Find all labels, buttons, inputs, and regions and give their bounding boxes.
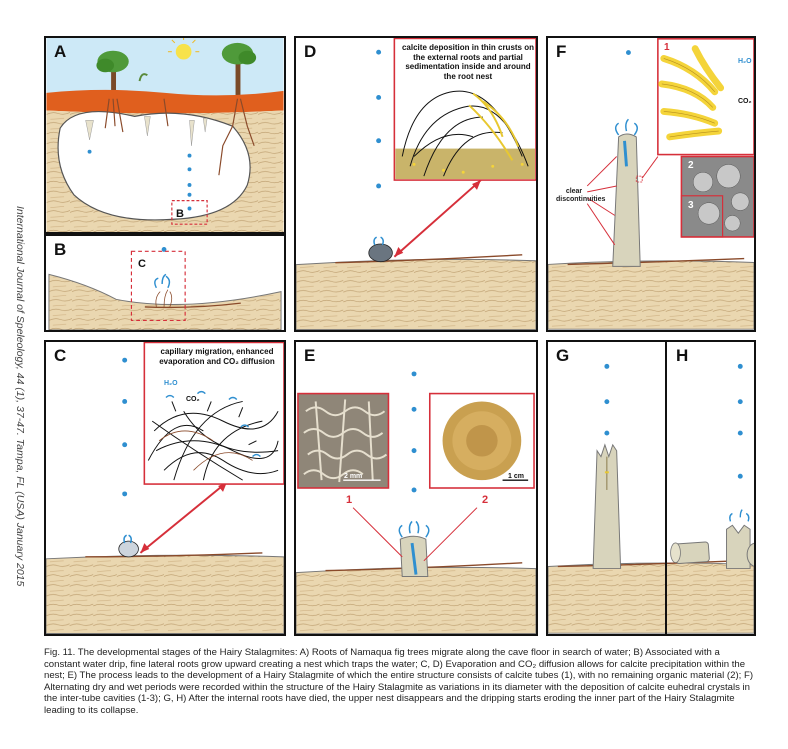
panel-f-discontinuities: clear discontinuities xyxy=(556,188,606,203)
figure-caption: Fig. 11. The developmental stages of the… xyxy=(44,647,754,716)
panel-e-scale-2mm: 2 mm xyxy=(344,473,363,480)
panel-gh: G H xyxy=(546,340,756,636)
panel-f-co2-label: CO₂ xyxy=(738,98,752,105)
panel-d-callout: calcite deposition in thin crusts on the… xyxy=(401,43,534,81)
panel-c-label: C xyxy=(54,346,67,365)
panel-b: B C xyxy=(44,234,286,332)
panel-e: E 2 mm 1 cm 1 2 xyxy=(294,340,538,636)
panel-d: D calcite deposition in thin crusts on t… xyxy=(294,36,538,332)
panel-e-scale-1cm: 1 cm xyxy=(508,473,524,480)
sun-icon xyxy=(175,43,192,60)
panel-f-h2o-label: H₂O xyxy=(738,58,752,65)
panel-a-label: A xyxy=(54,42,67,61)
panel-d-label: D xyxy=(304,42,317,61)
panel-a-inset-label: B xyxy=(176,208,184,220)
journal-citation: International Journal of Speleology, 44 … xyxy=(14,206,26,587)
panel-f: F clear discontinuities 1 2 3 H₂O CO₂ xyxy=(546,36,756,332)
panel-f-inset-3: 3 xyxy=(688,200,694,211)
panel-c: C capillary migration, enhanced evaporat… xyxy=(44,340,286,636)
panel-b-inset-label: C xyxy=(138,258,146,270)
panel-a: A B xyxy=(44,36,286,234)
panel-e-label: E xyxy=(304,346,316,365)
panel-c-co2-label: CO₂ xyxy=(186,396,200,403)
panel-g-label: G xyxy=(556,346,570,365)
tree-icon xyxy=(221,42,257,99)
panel-b-label: B xyxy=(54,240,67,259)
panel-g-h-divider xyxy=(665,340,667,636)
panel-e-number-1: 1 xyxy=(346,494,353,506)
panel-f-inset-2: 2 xyxy=(688,160,694,171)
panel-f-inset-1: 1 xyxy=(664,42,670,53)
panel-h-label: H xyxy=(676,346,689,365)
panel-a-illustration xyxy=(46,38,284,232)
panel-c-h2o-label: H₂O xyxy=(164,380,178,387)
tree-icon xyxy=(96,50,129,99)
panel-f-label: F xyxy=(556,42,567,61)
panel-e-number-2: 2 xyxy=(482,494,489,506)
panel-c-callout: capillary migration, enhanced evaporatio… xyxy=(159,347,275,366)
